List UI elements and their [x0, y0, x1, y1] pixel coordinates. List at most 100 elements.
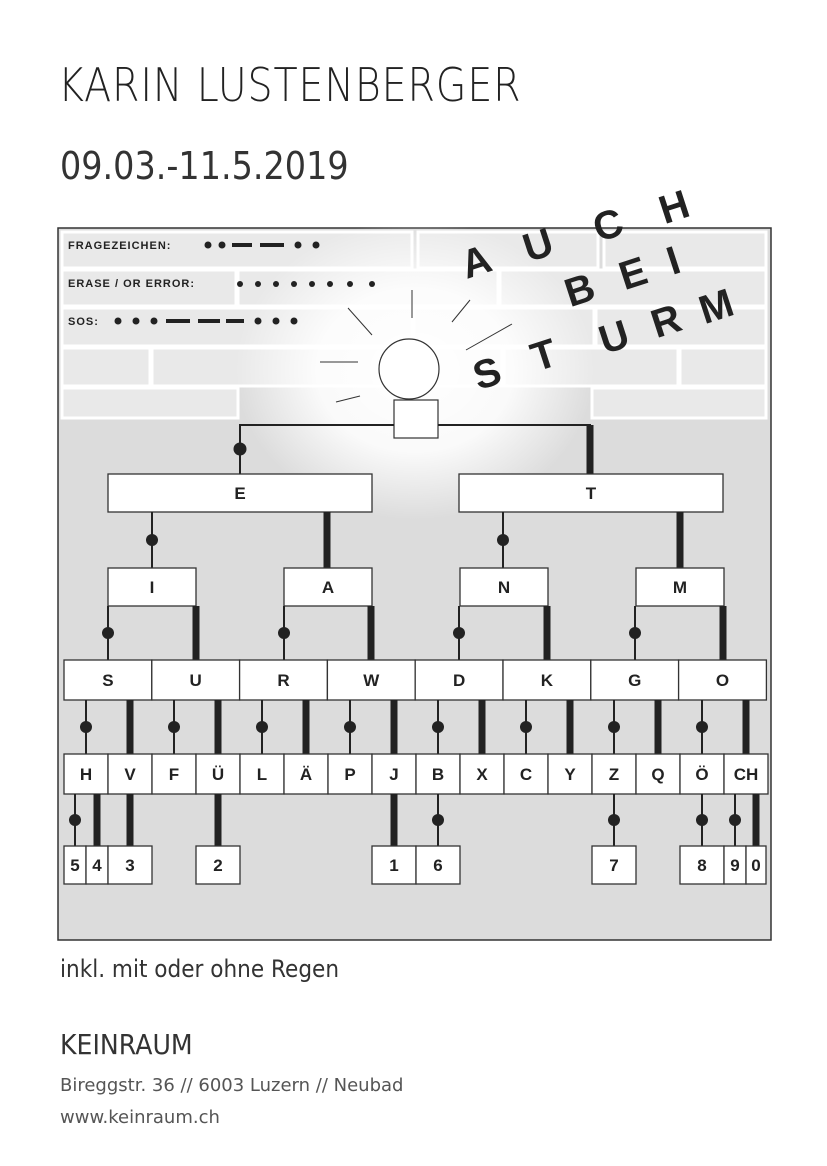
- dot-mark: [696, 721, 708, 733]
- node-l3-label: U: [190, 671, 202, 690]
- exhibition-dates: 09.03.-11.5.2019: [60, 144, 349, 188]
- dot-mark: [453, 627, 465, 639]
- node-l2-box: [635, 567, 725, 607]
- node-l4-label: Y: [564, 765, 576, 784]
- node-l4-label: V: [124, 765, 136, 784]
- node-l2-box: [459, 567, 549, 607]
- node-l3-label: D: [453, 671, 465, 690]
- node-l4-label: L: [257, 765, 267, 784]
- node-number-label: 4: [92, 856, 102, 875]
- node-number-box: [591, 845, 637, 885]
- node-l4-box: [503, 753, 549, 795]
- dot-mark: [146, 534, 158, 546]
- node-l2-box: [283, 567, 373, 607]
- node-l2-label: M: [673, 578, 687, 597]
- node-l4-label: Ö: [695, 765, 708, 784]
- node-l4-label: C: [520, 765, 532, 784]
- node-number-label: 3: [125, 856, 134, 875]
- node-l2-label: N: [498, 578, 510, 597]
- node-number-label: 1: [389, 856, 398, 875]
- node-l4-label: Ä: [300, 765, 312, 784]
- dot-mark: [729, 814, 741, 826]
- node-l3-label: O: [716, 671, 729, 690]
- node-number-label: 8: [697, 856, 706, 875]
- node-number-label: 0: [751, 856, 760, 875]
- node-l4-box: [195, 753, 241, 795]
- node-l4-label: H: [80, 765, 92, 784]
- code-question-label: FRAGEZEICHEN:: [68, 240, 171, 252]
- dot-mark: [497, 534, 509, 546]
- node-l4-label: Ü: [212, 765, 224, 784]
- node-l4-box: [283, 753, 329, 795]
- dot-mark: [256, 721, 268, 733]
- code-sos-signal: [114, 317, 298, 325]
- node-number-label: 9: [730, 856, 739, 875]
- node-l2-label: A: [322, 578, 334, 597]
- dot-mark: [520, 721, 532, 733]
- dot-mark: [102, 627, 114, 639]
- node-l4-label: CH: [734, 765, 759, 784]
- node-number-box: [745, 845, 767, 885]
- code-question-signal: [204, 241, 320, 249]
- node-l4-box: [723, 753, 769, 795]
- node-l4-label: J: [389, 765, 398, 784]
- dot-mark: [278, 627, 290, 639]
- node-l3-box: [238, 659, 329, 701]
- node-e-box: [107, 473, 373, 513]
- slogan-letter: H: [654, 182, 695, 233]
- node-l4-label: Q: [651, 765, 664, 784]
- node-l3-box: [326, 659, 416, 701]
- node-l2-box: [107, 567, 197, 607]
- node-l4-box: [547, 753, 593, 795]
- node-l4-label: P: [344, 765, 355, 784]
- node-l3-label: W: [363, 671, 380, 690]
- node-l3-box: [502, 659, 592, 701]
- node-number-box: [195, 845, 241, 885]
- node-l4-box: [679, 753, 725, 795]
- node-l2-label: I: [150, 578, 155, 597]
- venue-website: www.keinraum.ch: [60, 1107, 220, 1128]
- venue-name: KEINRAUM: [60, 1028, 193, 1061]
- node-number-box: [107, 845, 153, 885]
- tree-connectors-root: [233, 424, 594, 474]
- venue-address: Bireggstr. 36 // 6003 Luzern // Neubad: [60, 1075, 404, 1096]
- node-l4-box: [327, 753, 373, 795]
- node-l3-box: [63, 659, 153, 701]
- dot-mark: [168, 721, 180, 733]
- node-l4-label: Z: [609, 765, 619, 784]
- dot-mark: [432, 721, 444, 733]
- node-l4-label: X: [476, 765, 488, 784]
- node-l3-label: K: [541, 671, 554, 690]
- node-t-label: T: [586, 484, 597, 503]
- node-l4-box: [459, 753, 505, 795]
- node-number-box: [371, 845, 417, 885]
- dot-mark: [608, 814, 620, 826]
- dot-mark: [69, 814, 81, 826]
- node-number-label: 5: [70, 856, 79, 875]
- node-l4-box: [107, 753, 153, 795]
- node-number-label: 2: [213, 856, 222, 875]
- dot-mark: [608, 721, 620, 733]
- node-l4-box: [151, 753, 197, 795]
- artist-name: KARIN LUSTENBERGER: [58, 58, 522, 112]
- node-l3-label: R: [277, 671, 289, 690]
- node-l4-box: [63, 753, 109, 795]
- node-l4-box: [239, 753, 285, 795]
- node-l4-box: [635, 753, 681, 795]
- node-t-box: [458, 473, 724, 513]
- node-number-box: [679, 845, 725, 885]
- exhibition-subtitle: inkl. mit oder ohne Regen: [60, 955, 340, 983]
- node-l4-label: B: [432, 765, 444, 784]
- node-l3-label: S: [102, 671, 113, 690]
- dot-mark: [696, 814, 708, 826]
- node-number-box: [415, 845, 461, 885]
- node-e-label: E: [234, 484, 245, 503]
- dot-mark: [432, 814, 444, 826]
- dot-mark: [344, 721, 356, 733]
- node-number-label: 7: [609, 856, 618, 875]
- code-erase-signal: [237, 281, 375, 287]
- lightbulb-icon: [378, 338, 440, 439]
- code-erase-label: ERASE / OR ERROR:: [68, 278, 195, 290]
- node-l4-box: [415, 753, 461, 795]
